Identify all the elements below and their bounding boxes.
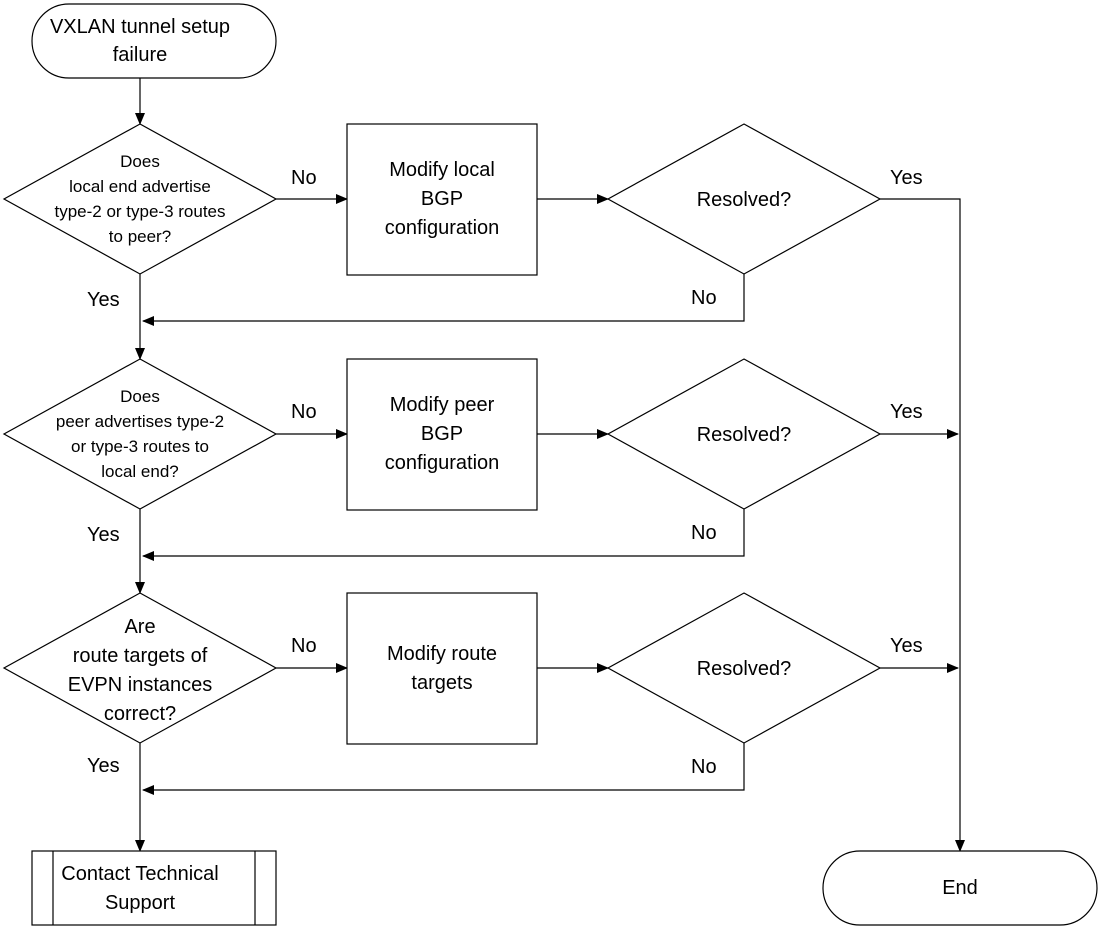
line-check-2-no — [142, 509, 745, 561]
action-1-line-2: BGP — [421, 188, 463, 210]
decision-1-line-3: type-2 or type-3 routes — [54, 202, 225, 221]
decision-3-line-2: route targets of — [73, 645, 208, 667]
end-node: End — [822, 850, 1098, 926]
line-check-1-yes — [880, 198, 965, 852]
action-3: Modify route targets — [346, 592, 538, 745]
action-1-line-3: configuration — [385, 217, 500, 239]
check-3: Resolved? — [606, 592, 882, 744]
decision-1-line-4: to peer? — [109, 227, 171, 246]
decision-3-no-label: No — [291, 635, 317, 657]
check-2-yes-label: Yes — [890, 401, 923, 423]
decision-2-line-2: peer advertises type-2 — [56, 412, 224, 431]
start-node: VXLAN tunnel setup failure — [31, 3, 277, 79]
support-node: Contact Technical Support — [31, 850, 277, 926]
decision-3-line-3: EVPN instances — [68, 674, 213, 696]
decision-2-line-3: or type-3 routes to — [71, 437, 209, 456]
action-3-line-1: Modify route — [387, 643, 497, 665]
decision-2-yes-label: Yes — [87, 524, 120, 546]
decision-3-line-4: correct? — [104, 703, 176, 725]
check-2-no-label: No — [691, 522, 717, 544]
decision-1-line-1: Does — [120, 152, 160, 171]
decision-3: Are route targets of EVPN instances corr… — [2, 592, 278, 744]
decision-2-line-4: local end? — [101, 462, 179, 481]
check-3-yes-label: Yes — [890, 635, 923, 657]
decision-3-yes-label: Yes — [87, 755, 120, 777]
check-2: Resolved? — [606, 358, 882, 510]
start-line-2: failure — [113, 44, 167, 66]
action-2-line-3: configuration — [385, 452, 500, 474]
check-1-yes-label: Yes — [890, 167, 923, 189]
decision-1: Does local end advertise type-2 or type-… — [2, 123, 278, 275]
decision-1-yes-label: Yes — [87, 289, 120, 311]
check-1-label: Resolved? — [697, 189, 792, 211]
decision-2-line-1: Does — [120, 387, 160, 406]
decision-3-line-1: Are — [124, 616, 155, 638]
action-1-line-1: Modify local — [389, 159, 495, 181]
action-1: Modify local BGP configuration — [346, 123, 538, 276]
decision-2-no-label: No — [291, 401, 317, 423]
check-2-label: Resolved? — [697, 424, 792, 446]
action-3-line-2: targets — [411, 672, 472, 694]
check-3-no-label: No — [691, 756, 717, 778]
check-1: Resolved? — [606, 123, 882, 275]
start-line-1: VXLAN tunnel setup — [50, 16, 230, 38]
decision-1-line-2: local end advertise — [69, 177, 211, 196]
decision-2: Does peer advertises type-2 or type-3 ro… — [2, 358, 278, 510]
line-check-3-no — [142, 743, 745, 795]
check-1-no-label: No — [691, 287, 717, 309]
action-2-line-1: Modify peer — [390, 394, 495, 416]
support-line-1: Contact Technical — [61, 863, 219, 885]
line-check-1-no — [142, 274, 745, 326]
check-3-label: Resolved? — [697, 658, 792, 680]
support-line-2: Support — [105, 892, 175, 914]
action-2-line-2: BGP — [421, 423, 463, 445]
action-2: Modify peer BGP configuration — [346, 358, 538, 511]
decision-1-no-label: No — [291, 167, 317, 189]
end-label: End — [942, 877, 978, 899]
